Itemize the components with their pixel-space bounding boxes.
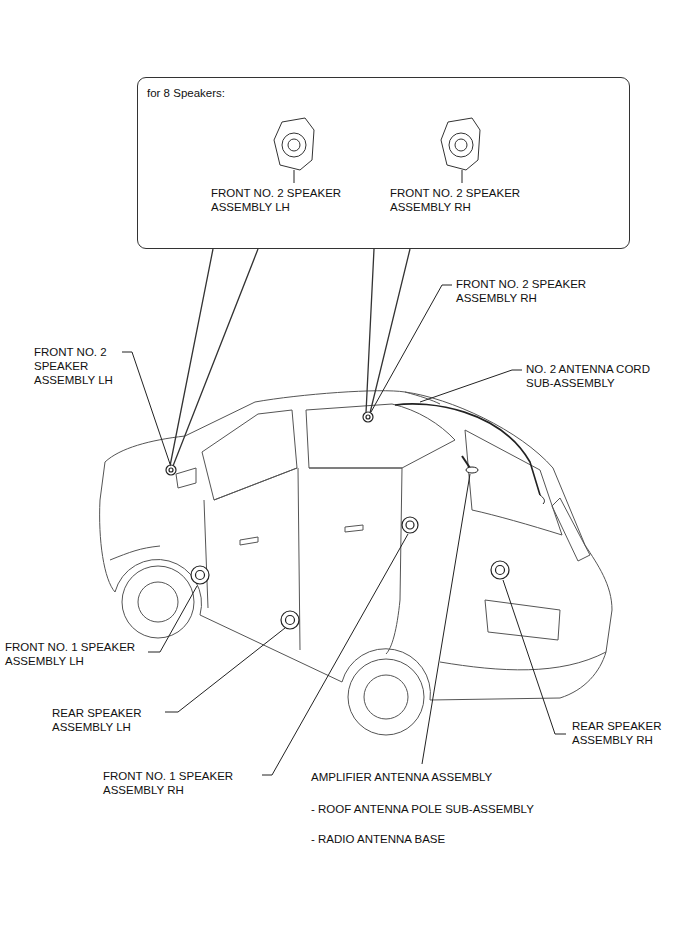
part-name: - RADIO ANTENNA BASE	[311, 832, 531, 846]
part-name: FRONT NO. 2 SPEAKER ASSEMBLY LH	[211, 186, 356, 214]
part-name: NO. 2 ANTENNA CORD SUB-ASSEMBLY	[526, 362, 671, 390]
part-name: - ROOF ANTENNA POLE SUB-ASSEMBLY	[311, 802, 571, 816]
callout-box: for 8 Speakers:	[137, 77, 630, 249]
part-name: REAR SPEAKER ASSEMBLY RH	[572, 719, 682, 747]
part-name: FRONT NO. 2 SPEAKER ASSEMBLY RH	[456, 277, 601, 305]
part-name: AMPLIFIER ANTENNA ASSEMBLY	[311, 770, 561, 784]
part-name: FRONT NO. 2 SPEAKER ASSEMBLY LH	[34, 345, 119, 387]
part-name: REAR SPEAKER ASSEMBLY LH	[52, 706, 182, 734]
part-name: FRONT NO. 1 SPEAKER ASSEMBLY RH	[103, 769, 253, 797]
callout-heading: for 8 Speakers:	[138, 78, 629, 100]
part-name: FRONT NO. 1 SPEAKER ASSEMBLY LH	[5, 640, 155, 668]
part-name: FRONT NO. 2 SPEAKER ASSEMBLY RH	[390, 186, 535, 214]
